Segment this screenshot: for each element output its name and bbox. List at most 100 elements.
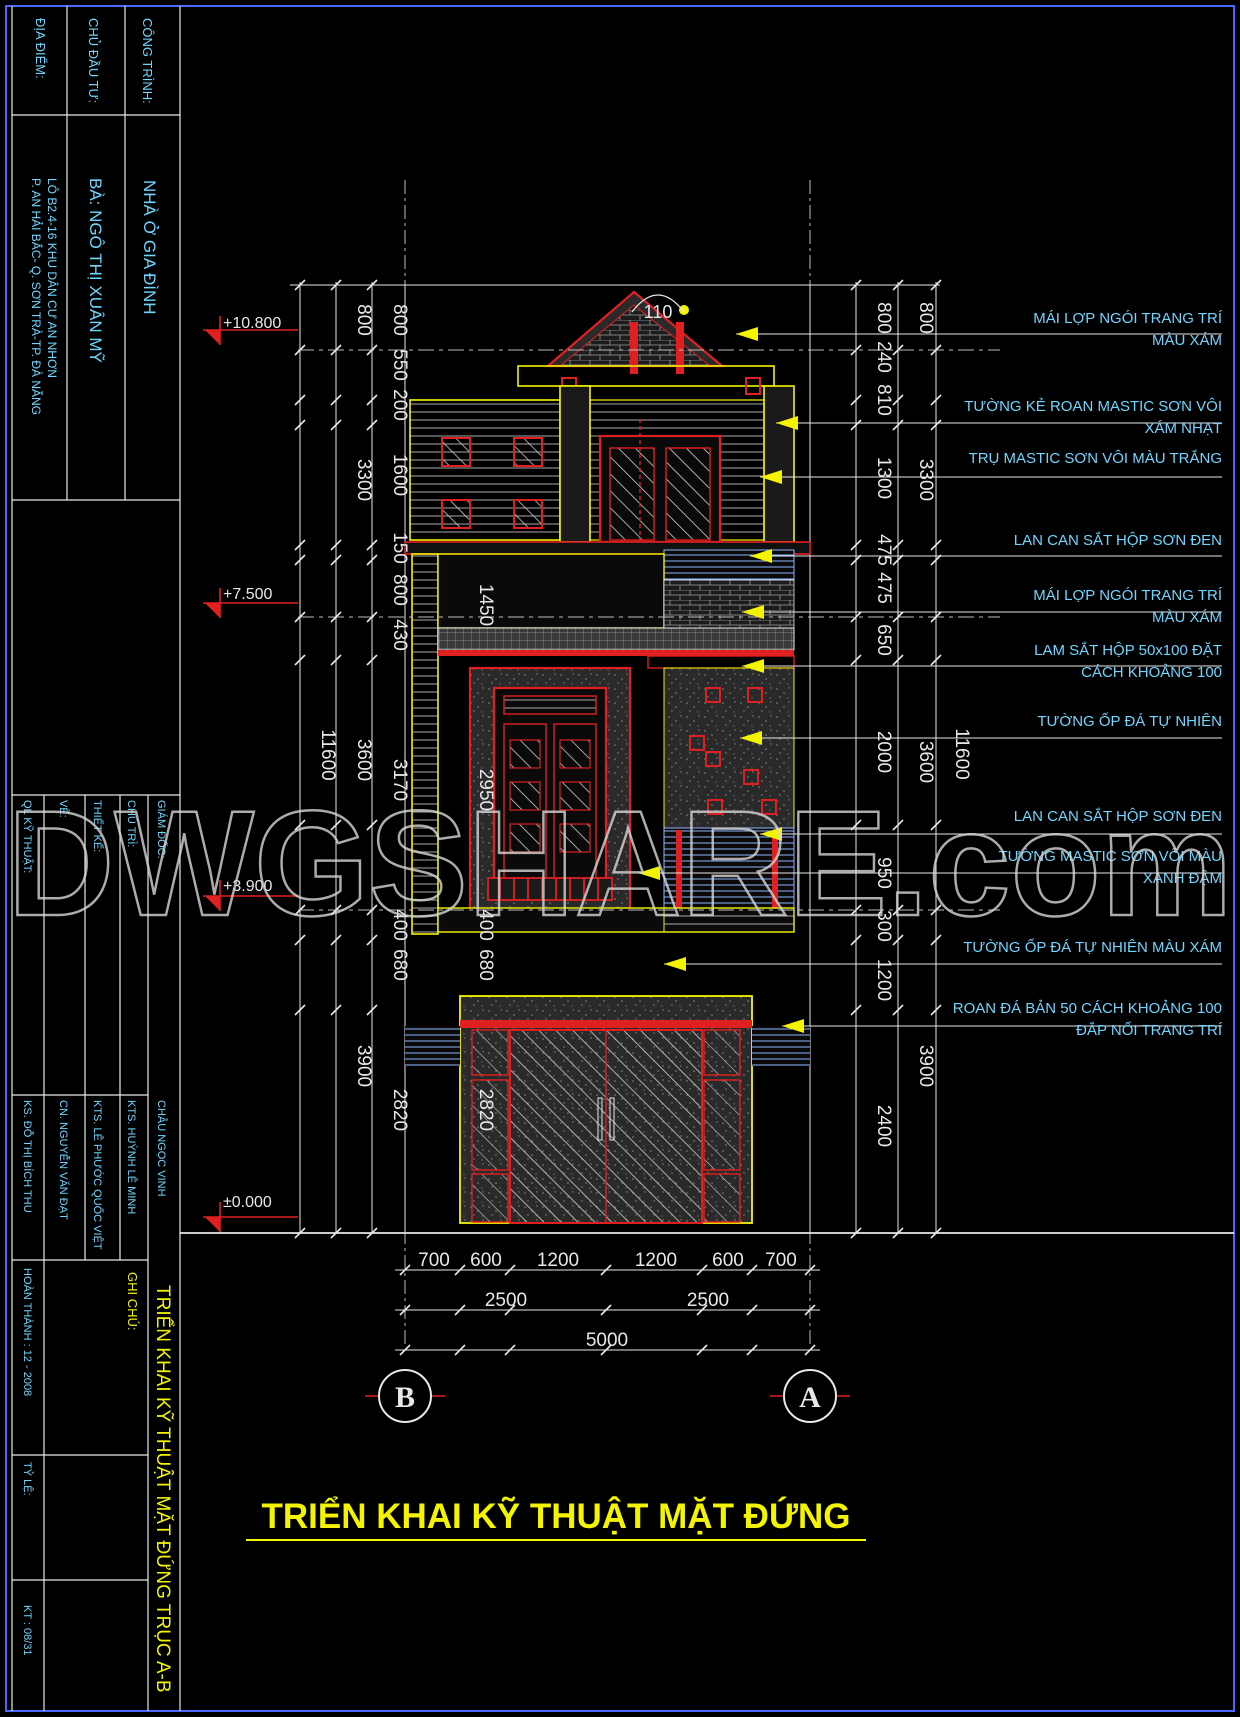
dimension-tick xyxy=(892,611,904,623)
annotation-text: MÁI LỢP NGÓI TRANG TRÍ xyxy=(1033,587,1223,604)
level-3900: +3.900 xyxy=(223,878,272,895)
annotation-callout: LAN CAN SẮT HỘP SƠN ĐEN xyxy=(760,807,1222,841)
dimension-tick xyxy=(850,611,862,623)
dimension-tick xyxy=(294,904,306,916)
dim-right-inner: 650 xyxy=(873,624,894,656)
dimension-tick xyxy=(746,1304,758,1316)
dim-inside: 2820 xyxy=(475,1089,496,1131)
dim-bottom: 600 xyxy=(470,1250,502,1271)
dimension-tick xyxy=(330,279,342,291)
grid-bubble-a xyxy=(783,1369,837,1423)
annotation-text: MÀU XÁM xyxy=(1152,332,1222,349)
dim-inside: 680 xyxy=(475,949,496,981)
grid-bubble-b xyxy=(378,1369,432,1423)
dimension-tick xyxy=(330,611,342,623)
dimension-tick xyxy=(850,554,862,566)
dimension-tick xyxy=(930,904,942,916)
dim-left-inner: 150 xyxy=(389,532,410,564)
dimension-tick xyxy=(892,904,904,916)
dim-right-inner: 810 xyxy=(873,384,894,416)
dimension-tick xyxy=(850,904,862,916)
dim-left-inner: 3170 xyxy=(389,759,410,801)
facade-elevation: 110 xyxy=(404,284,811,1234)
dimension-lines xyxy=(290,282,940,1351)
dim-bottom: 700 xyxy=(418,1250,450,1271)
dim-left-inner: 800 xyxy=(389,304,410,336)
balcony-railing-upper xyxy=(663,549,795,581)
ridge-label: 110 xyxy=(644,302,673,322)
dimension-tick xyxy=(804,1344,816,1356)
dimension-tick xyxy=(892,654,904,666)
tiled-canopy xyxy=(437,627,795,651)
dimension-tick xyxy=(330,394,342,406)
annotation-arrow-icon xyxy=(760,827,782,841)
dimension-tick xyxy=(294,611,306,623)
sheet-frame xyxy=(5,5,1235,1712)
dimension-tick xyxy=(330,934,342,946)
dimension-tick xyxy=(850,1004,862,1016)
annotation-arrow-icon xyxy=(638,866,660,880)
level-markers: +10.800 +7.500 +3.900 ±0.000 xyxy=(203,315,1000,1232)
dimension-tick xyxy=(600,1304,612,1316)
owner-name: BÀ: NGÔ THỊ XUÂN MỸ xyxy=(86,178,105,363)
ridge-ornament xyxy=(679,305,689,315)
dim-left-inner: 550 xyxy=(389,349,410,381)
dimension-tick xyxy=(366,279,378,291)
dimension-tick xyxy=(294,394,306,406)
dimension-tick xyxy=(892,1004,904,1016)
sheet-number: KT : 08/31 xyxy=(21,1605,33,1656)
dimension-tick xyxy=(930,611,942,623)
dimension-ticks xyxy=(294,279,942,1356)
dimension-tick xyxy=(294,1227,306,1239)
grid-label-a: A xyxy=(799,1381,821,1414)
annotation-arrow-icon xyxy=(742,659,764,673)
dimension-tick xyxy=(330,539,342,551)
dimension-tick xyxy=(366,539,378,551)
grid-bubbles: B A xyxy=(365,1369,850,1423)
dim-bottom: 2500 xyxy=(485,1290,527,1311)
dim-bottom: 700 xyxy=(765,1250,797,1271)
dimension-tick xyxy=(366,554,378,566)
annotation-text: MÀU XÁM xyxy=(1152,609,1222,626)
dimension-tick xyxy=(892,394,904,406)
annotation-text: TƯỜNG ỐP ĐÁ TỰ NHIÊN MÀU XÁM xyxy=(963,938,1222,956)
dimension-tick xyxy=(294,539,306,551)
dim-left-inner: 1600 xyxy=(389,454,410,496)
dimension-tick xyxy=(454,1264,466,1276)
dimension-tick xyxy=(850,539,862,551)
director-label: GIÁM ĐỐC: xyxy=(155,800,169,859)
dimension-tick xyxy=(600,1344,612,1356)
lead-name: KTS. HUỲNH LÊ MINH xyxy=(125,1100,138,1214)
dimension-tick xyxy=(330,1227,342,1239)
dim-right-inner: 240 xyxy=(873,341,894,373)
annotation-text: TRỤ MASTIC SƠN VÔI MÀU TRẮNG xyxy=(969,449,1222,467)
dim-inside: 1450 xyxy=(475,584,496,626)
annotation-arrow-icon xyxy=(760,470,782,484)
annotation-arrow-icon xyxy=(742,605,764,619)
dimension-tick xyxy=(930,344,942,356)
dimension-tick xyxy=(294,1004,306,1016)
dimension-tick xyxy=(366,1004,378,1016)
annotation-text: TƯỜNG KẺ ROAN MASTIC SƠN VÔI xyxy=(964,398,1222,415)
drafter-label: VẼ: xyxy=(57,800,70,818)
dimension-tick xyxy=(930,279,942,291)
dim-right-mid: 800 xyxy=(915,302,936,334)
dimension-tick xyxy=(366,654,378,666)
dimension-tick xyxy=(454,1304,466,1316)
dimension-tick xyxy=(600,1264,612,1276)
dimension-tick xyxy=(330,554,342,566)
dimension-tick xyxy=(504,1304,516,1316)
dimension-tick xyxy=(930,1227,942,1239)
dim-right-inner: 1200 xyxy=(873,959,894,1001)
dimension-tick xyxy=(366,934,378,946)
location-line-1: LÔ B2.4-16 KHU DÂN CƯ AN NHƠN xyxy=(45,178,60,378)
dim-left-inner: 430 xyxy=(389,619,410,651)
dimension-tick xyxy=(892,279,904,291)
dimension-tick xyxy=(330,344,342,356)
annotation-callout: LAN CAN SẮT HỘP SƠN ĐEN xyxy=(750,531,1222,563)
dim-right-mid: 3900 xyxy=(915,1045,936,1087)
dim-right-outer: 11600 xyxy=(951,728,972,779)
